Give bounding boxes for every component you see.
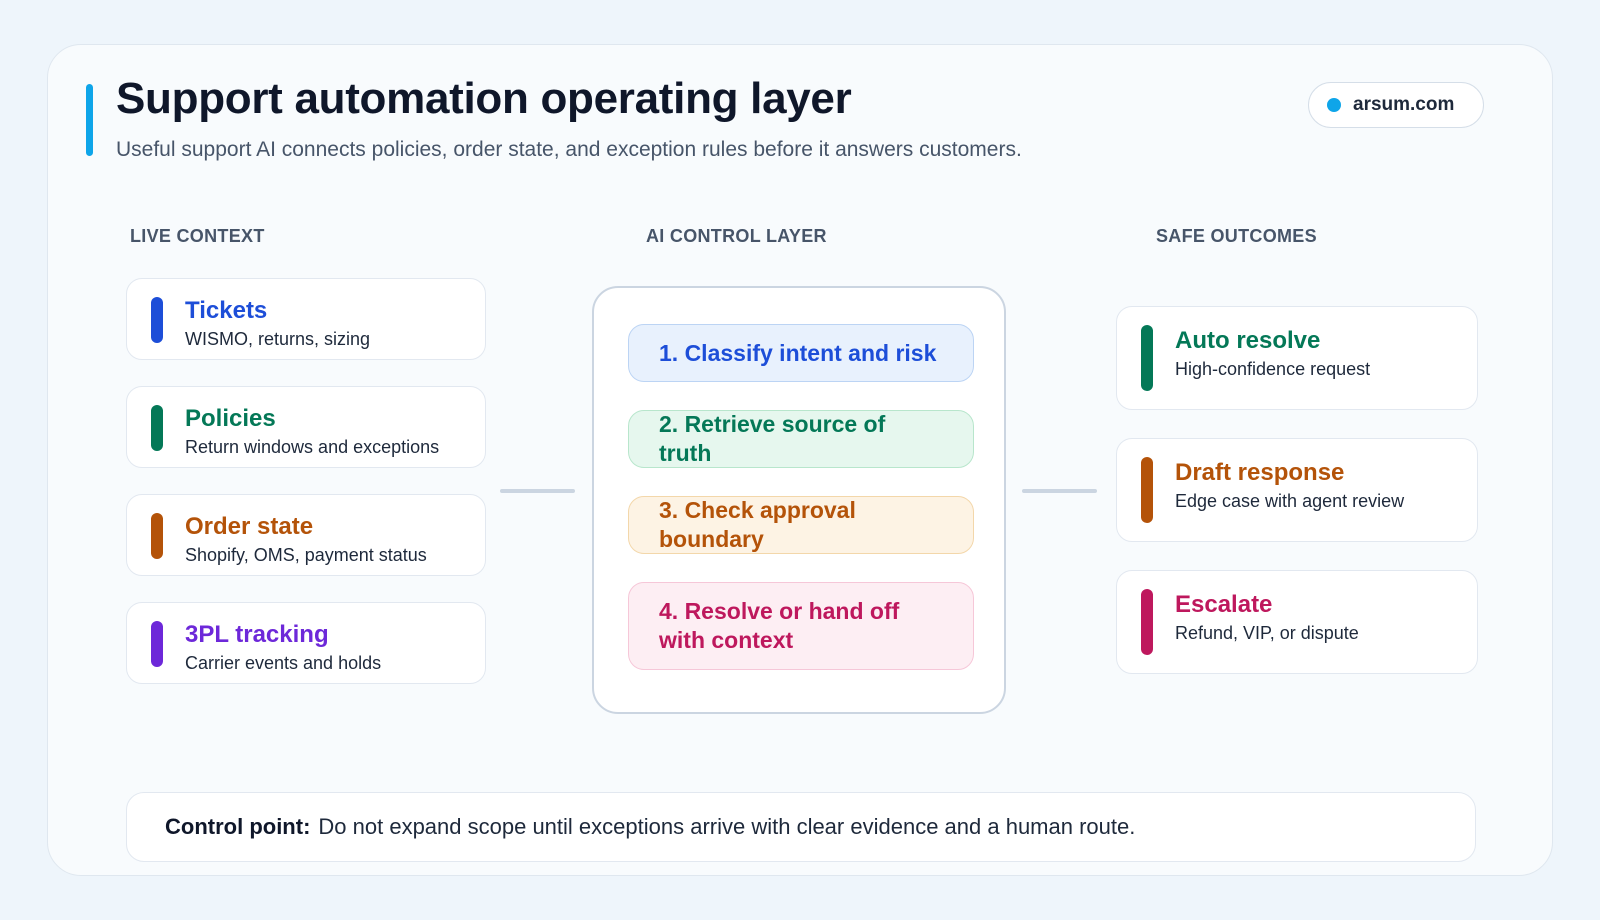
connector-left	[500, 489, 575, 493]
outcome-item-description: Refund, VIP, or dispute	[1175, 623, 1359, 643]
control-point-callout: Control point: Do not expand scope until…	[126, 792, 1476, 862]
control-step-4: 4. Resolve or hand off with context	[628, 582, 974, 670]
outcome-item-description: High-confidence request	[1175, 359, 1371, 379]
outcome-color-bar	[1141, 589, 1153, 655]
context-color-bar	[151, 297, 163, 343]
context-item-3pl-tracking: 3PL tracking Carrier events and holds	[126, 602, 486, 684]
context-item-tickets: Tickets WISMO, returns, sizing	[126, 278, 486, 360]
control-point-text: Do not expand scope until exceptions arr…	[318, 814, 1136, 839]
context-item-description: Shopify, OMS, payment status	[185, 545, 427, 565]
control-step-3: 3. Check approval boundary	[628, 496, 974, 554]
column-label-ai-control-layer: AI CONTROL LAYER	[646, 226, 827, 246]
outcome-item-description: Edge case with agent review	[1175, 491, 1405, 511]
context-item-title: Order state	[185, 513, 314, 540]
brand-label: arsum.com	[1353, 94, 1455, 115]
control-step-1: 1. Classify intent and risk	[628, 324, 974, 382]
context-item-policies: Policies Return windows and exceptions	[126, 386, 486, 468]
context-item-title: 3PL tracking	[185, 621, 329, 648]
column-label-safe-outcomes: SAFE OUTCOMES	[1156, 226, 1317, 246]
context-item-description: Carrier events and holds	[185, 653, 382, 673]
outcome-item-title: Auto resolve	[1175, 327, 1321, 354]
title-accent-bar	[86, 84, 93, 156]
context-item-title: Policies	[185, 405, 276, 432]
outcome-item-title: Draft response	[1175, 459, 1345, 486]
control-step-2: 2. Retrieve source of truth	[628, 410, 974, 468]
context-item-description: WISMO, returns, sizing	[185, 329, 371, 349]
outcome-item-title: Escalate	[1175, 591, 1273, 618]
ai-control-layer-box: 1. Classify intent and risk 2. Retrieve …	[592, 286, 1006, 714]
context-item-title: Tickets	[185, 297, 268, 324]
outcome-item-auto-resolve: Auto resolve High-confidence request	[1116, 306, 1478, 410]
control-point-label: Control point:	[165, 814, 311, 839]
page-subtitle: Useful support AI connects policies, ord…	[116, 138, 1022, 161]
context-color-bar	[151, 405, 163, 451]
outcome-item-draft-response: Draft response Edge case with agent revi…	[1116, 438, 1478, 542]
context-color-bar	[151, 513, 163, 559]
outcome-color-bar	[1141, 325, 1153, 391]
brand-badge[interactable]: arsum.com	[1308, 82, 1484, 128]
connector-right	[1022, 489, 1097, 493]
outcome-item-escalate: Escalate Refund, VIP, or dispute	[1116, 570, 1478, 674]
context-item-order-state: Order state Shopify, OMS, payment status	[126, 494, 486, 576]
page-title: Support automation operating layer	[116, 74, 852, 123]
brand-dot-icon	[1327, 98, 1341, 112]
column-label-live-context: LIVE CONTEXT	[130, 226, 265, 246]
outcome-color-bar	[1141, 457, 1153, 523]
context-item-description: Return windows and exceptions	[185, 437, 440, 457]
context-color-bar	[151, 621, 163, 667]
